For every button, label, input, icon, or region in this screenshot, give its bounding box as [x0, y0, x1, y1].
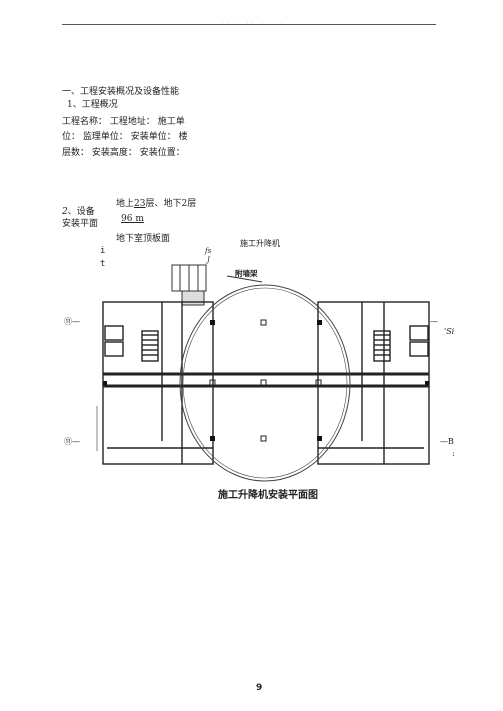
hoist-base [181, 290, 205, 306]
floors-above: 23 [134, 199, 146, 209]
section-heading: 一、工程安装概况及设备性能 [62, 87, 180, 97]
stray-char-j: J [207, 256, 210, 264]
floors-middle: 层、地下 [145, 199, 182, 209]
sub-heading: 1、工程概况 [67, 100, 118, 110]
axis-label-bottom-left: ⑪— [64, 437, 80, 446]
floors-below: 2 [181, 199, 188, 209]
device-label-text: 、设备 [67, 207, 95, 217]
info-line-2: 位： 监理单位： 安装单位： 楼 [62, 132, 188, 142]
wall-tie-label: 附墙架 [235, 269, 258, 278]
page-number: 9 [256, 683, 263, 693]
floor-plan-drawing [96, 264, 430, 482]
stray-char-i: i [100, 246, 106, 256]
stray-char-fs: fs [205, 247, 212, 255]
height-value: 96 m [121, 214, 144, 224]
header-rule [62, 24, 436, 25]
info-line-3: 层数： 安装高度： 安装位置： [62, 148, 185, 158]
axis-label-top-right: — [430, 317, 438, 326]
circular-atrium [179, 284, 351, 482]
basement-label: 地下室顶板面 [116, 234, 171, 244]
stray-char-t: t [100, 259, 106, 269]
hoist-label: 施工升降机 [240, 239, 280, 248]
floors-line: 地上23层、地下2层 [116, 198, 196, 210]
axis-mark-right: 'Si [444, 327, 455, 336]
info-line-1: 工程名称： 工程地址： 施工单 [62, 117, 185, 127]
axis-label-bottom-right-2: : [452, 449, 455, 458]
header-faint-text: ·· · ·· · · · [222, 20, 286, 27]
axis-label-top-left: ⑪— [64, 317, 80, 326]
floors-prefix: 地上 [116, 199, 135, 209]
axis-label-bottom-right: —B [440, 437, 454, 446]
device-label-number: 2 [62, 207, 68, 217]
device-plan-label-2: 安装平面 [62, 219, 99, 229]
figure-caption: 施工升降机安装平面图 [218, 490, 318, 501]
device-plan-label: 2、设备 [62, 206, 95, 218]
floors-suffix: 层 [187, 199, 197, 209]
